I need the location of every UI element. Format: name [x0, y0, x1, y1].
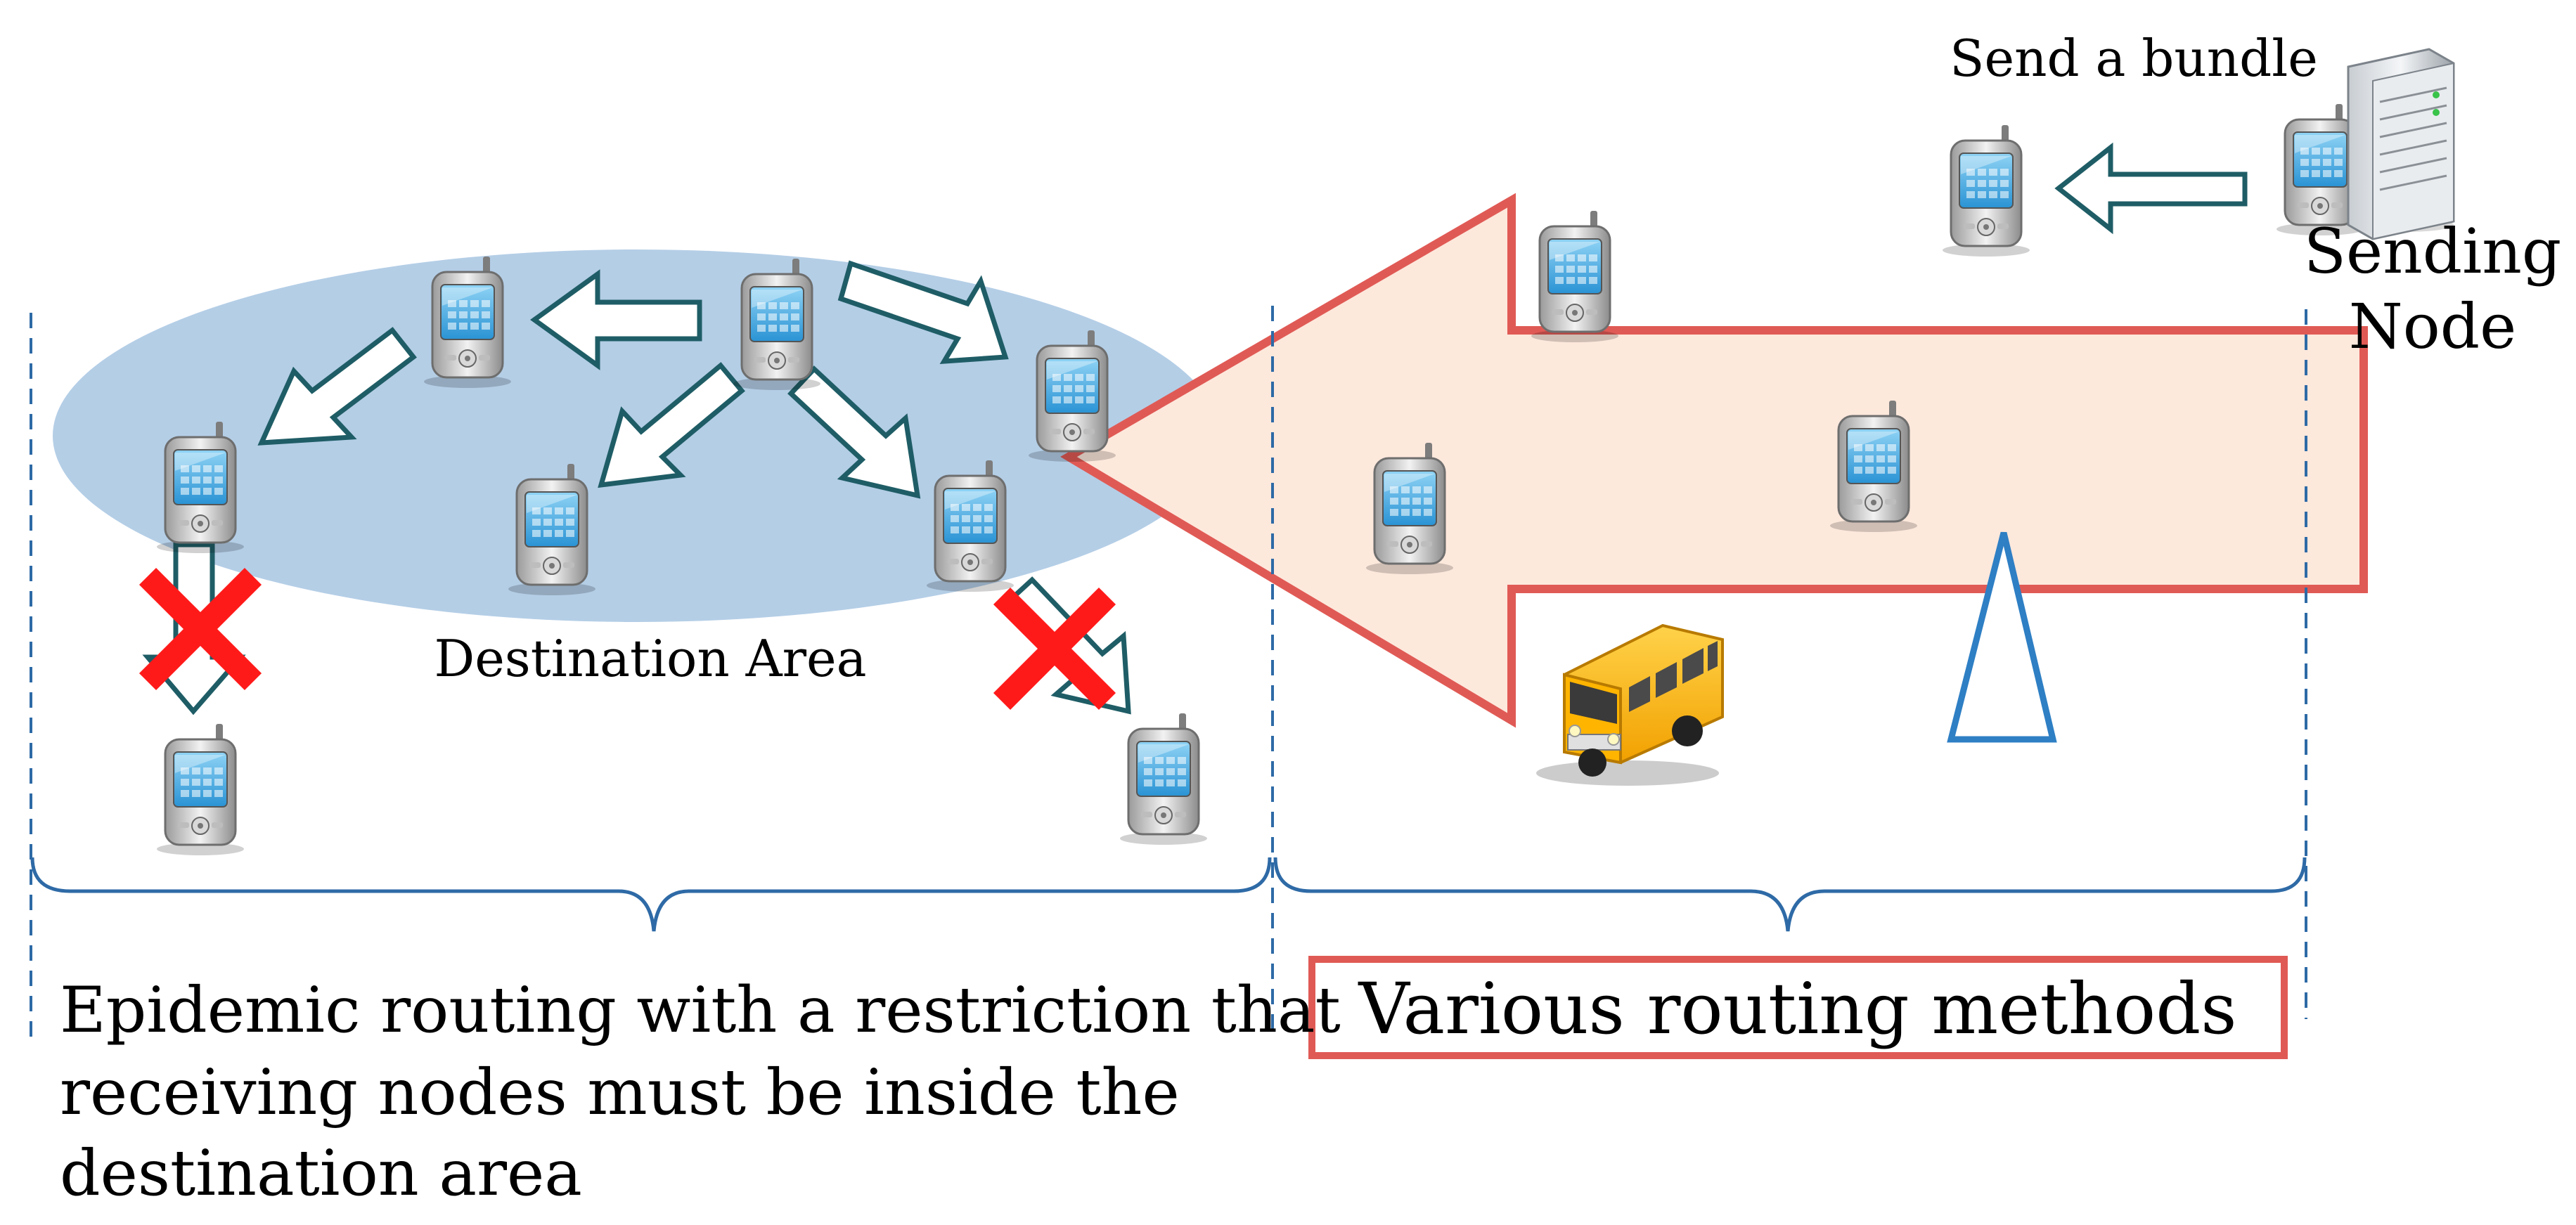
mobile-phone-icon	[507, 462, 597, 597]
mobile-phone-icon	[1027, 329, 1117, 463]
arrow-right	[837, 260, 1009, 364]
sending-node-label-line1: Sending	[2304, 215, 2562, 287]
send-bundle-label: Send a bundle	[1950, 29, 2318, 88]
section-dividers	[30, 306, 2307, 1037]
various-methods-label: Various routing methods	[1358, 968, 2236, 1050]
arrow-left	[530, 269, 702, 370]
mobile-phone-icon	[925, 459, 1015, 593]
server-icon	[2347, 48, 2455, 240]
mobile-phone-icon	[423, 255, 513, 389]
arrow-down-left	[257, 327, 417, 446]
mobile-phone-icon	[155, 722, 245, 857]
mobile-phone-icon	[1941, 124, 2031, 258]
mobile-phone-icon	[155, 420, 245, 555]
destination-area-label: Destination Area	[434, 629, 866, 688]
mobile-phone-icon	[1530, 209, 1620, 344]
epidemic-caption-line1: Epidemic routing with a restriction that	[60, 973, 1341, 1047]
epidemic-caption-line2: receiving nodes must be inside the	[60, 1056, 1180, 1129]
epidemic-caption-line3: destination area	[60, 1136, 582, 1210]
antenna-tower-icon	[1947, 531, 2057, 743]
sending-node-label-line2: Node	[2349, 290, 2516, 363]
bracket-right	[1273, 857, 2307, 932]
bus-icon	[1536, 623, 1724, 786]
routing-arrow	[1060, 193, 2368, 728]
various-methods-box	[1308, 956, 2288, 1059]
mobile-phone-icon	[732, 257, 822, 391]
send-bundle-arrow	[2054, 142, 2248, 235]
epidemic-forward-arrows	[142, 260, 1131, 715]
mobile-phone-icon	[1119, 712, 1209, 846]
mobile-phone-icon	[1829, 399, 1919, 533]
bracket-left	[30, 857, 1272, 932]
mobile-phone-icon	[1365, 441, 1455, 576]
arrow-down-left-2	[598, 362, 745, 488]
